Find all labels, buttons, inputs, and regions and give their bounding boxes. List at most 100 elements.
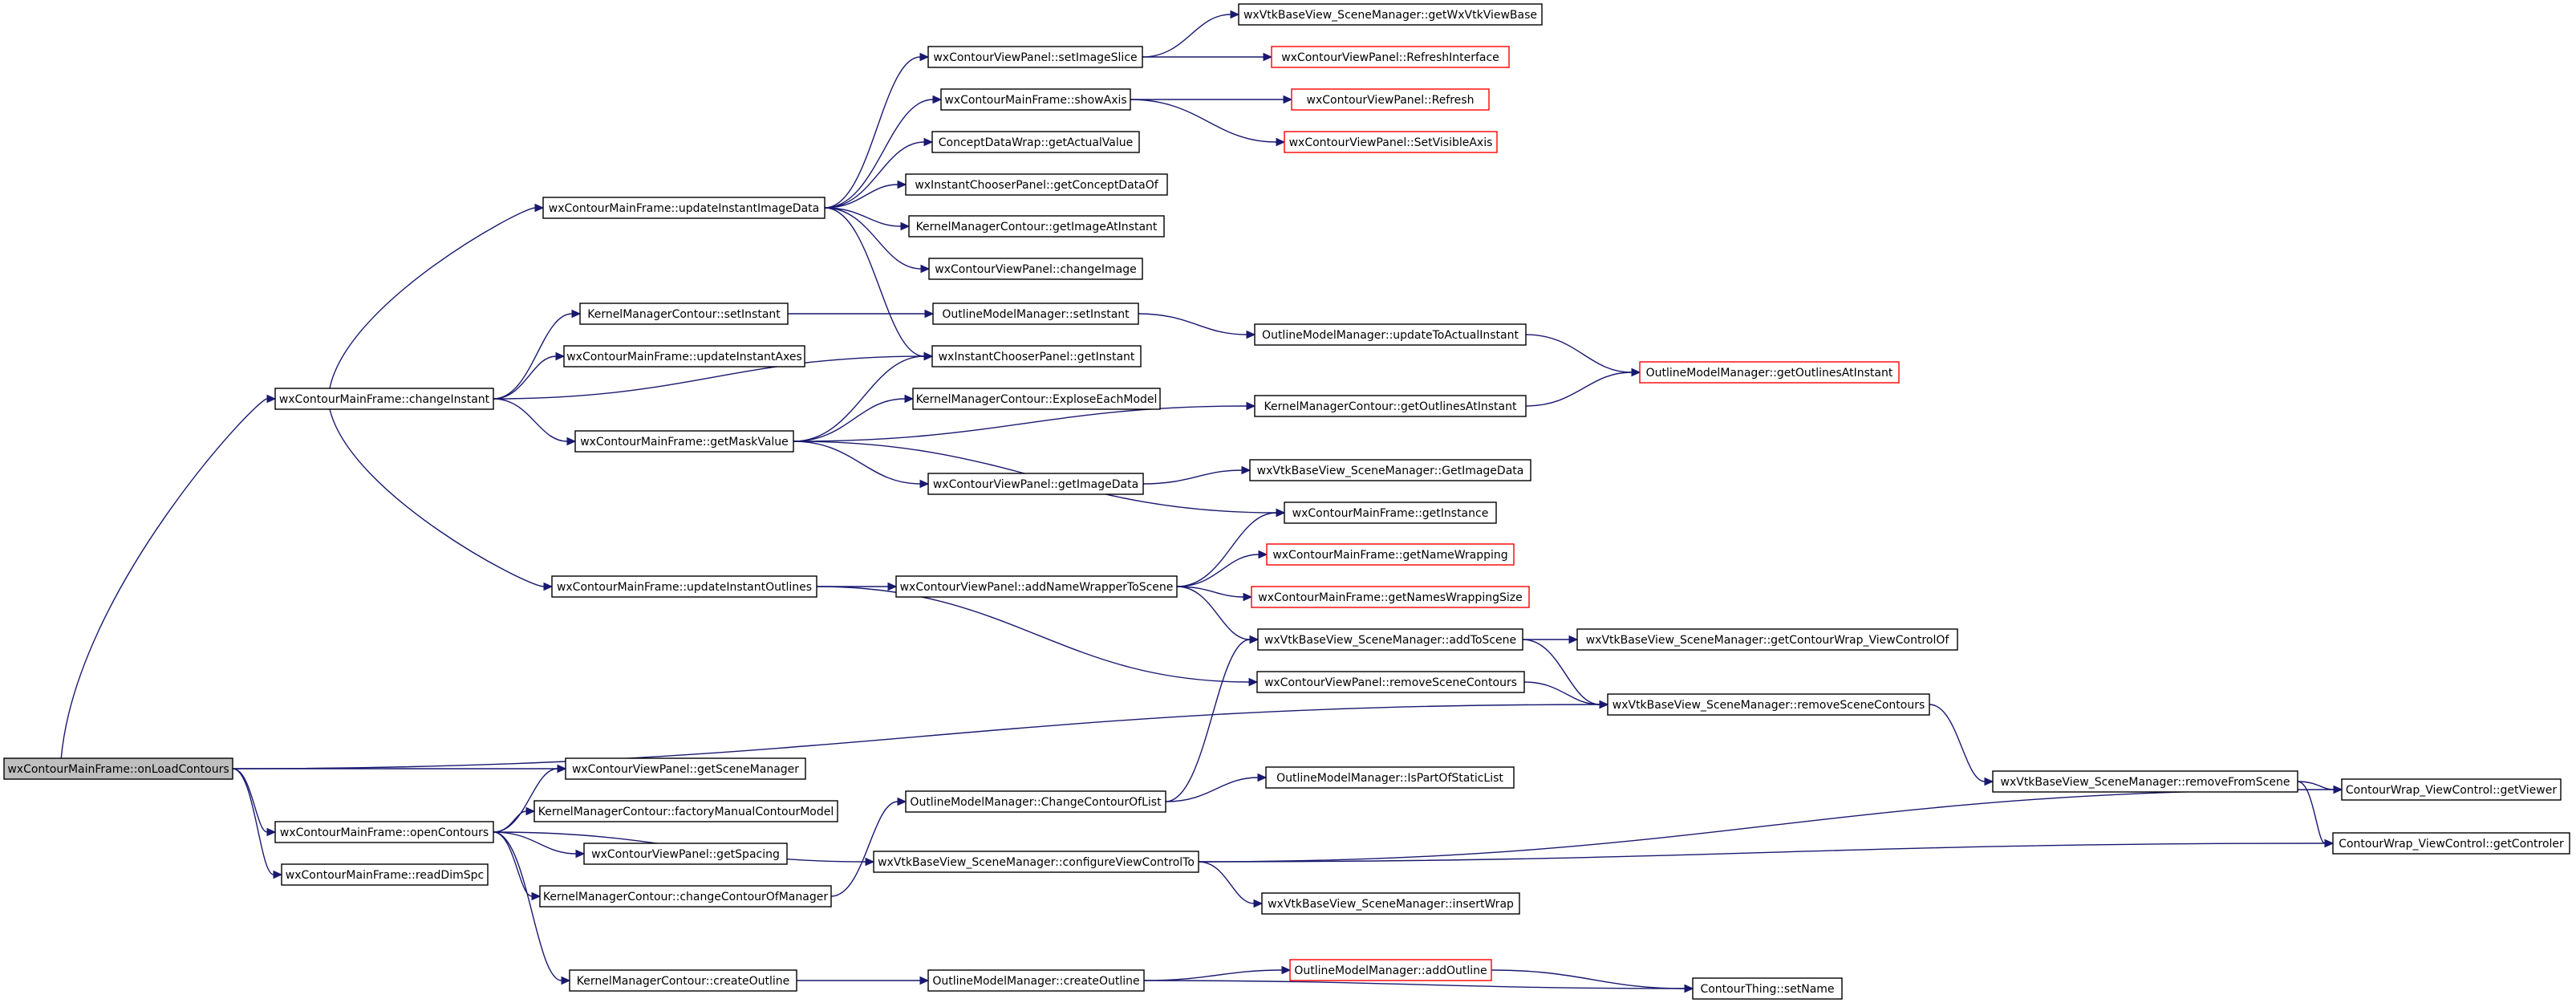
edge-getMaskValue-to-getImageData	[793, 441, 930, 489]
node-wxcontourviewpanel-getscenemanager[interactable]: wxContourViewPanel::getSceneManager	[565, 757, 806, 780]
node-wxcontourmainframe-updateinstantimagedata[interactable]: wxContourMainFrame::updateInstantImageDa…	[542, 197, 826, 219]
arrowhead	[919, 52, 930, 62]
node-wxvtkbaseview-scenemanager-removefromscene[interactable]: wxVtkBaseView_SceneManager::removeFromSc…	[1992, 770, 2298, 793]
edge-line	[60, 398, 268, 759]
node-label: OutlineModelManager::createOutline	[932, 975, 1139, 988]
node-wxcontourmainframe-getinstance[interactable]: wxContourMainFrame::getInstance	[1284, 501, 1497, 524]
edge-onLoad-to-changeInstant	[60, 394, 277, 759]
edge-line	[1143, 969, 1283, 981]
node-outlinemodelmanager-getoutlinesatinstant[interactable]: OutlineModelManager::getOutlinesAtInstan…	[1639, 361, 1900, 384]
node-wxcontourviewpanel-removescenecontours[interactable]: wxContourViewPanel::removeSceneContours	[1256, 671, 1525, 693]
node-kernelmanagercontour-createoutline[interactable]: KernelManagerContour::createOutline	[569, 969, 797, 992]
node-outlinemodelmanager-changecontouroflist[interactable]: OutlineModelManager::ChangeContourOfList	[905, 790, 1166, 813]
node-wxcontourmainframe-changeinstant[interactable]: wxContourMainFrame::changeInstant	[274, 388, 494, 410]
arrowhead	[534, 203, 545, 213]
node-wxcontourviewpanel-refresh[interactable]: wxContourViewPanel::Refresh	[1291, 88, 1490, 111]
node-wxcontourmainframe-onloadcontours[interactable]: wxContourMainFrame::onLoadContours	[3, 757, 233, 780]
node-label: wxContourViewPanel::Refresh	[1307, 94, 1475, 107]
node-label: OutlineModelManager::getOutlinesAtInstan…	[1646, 367, 1893, 380]
edge-line	[1176, 554, 1260, 587]
edge-kmCreateOutline-to-omCreateOutline	[797, 976, 930, 985]
node-label: KernelManagerContour::getImageAtInstant	[916, 221, 1158, 233]
node-box	[1271, 46, 1510, 68]
node-label: wxVtkBaseView_SceneManager::removeSceneC…	[1613, 699, 1925, 712]
node-wxcontourviewpanel-refreshinterface[interactable]: wxContourViewPanel::RefreshInterface	[1271, 46, 1510, 68]
node-box	[1284, 131, 1498, 153]
arrowhead	[2324, 838, 2335, 848]
edge-updateToActualInstant-to-omGetOutlinesAtInstant	[1525, 334, 1641, 377]
edge-updateInstantImageData-to-setImageSlice	[824, 52, 930, 209]
node-label: wxContourMainFrame::getMaskValue	[580, 436, 789, 449]
node-outlinemodelmanager-createoutline[interactable]: OutlineModelManager::createOutline	[927, 969, 1145, 992]
node-wxcontourmainframe-readdimspc[interactable]: wxContourMainFrame::readDimSpc	[281, 863, 489, 886]
arrowhead	[1568, 635, 1579, 644]
arrowhead	[904, 394, 915, 404]
edge-line	[824, 141, 925, 209]
node-wxcontourviewpanel-getspacing[interactable]: wxContourViewPanel::getSpacing	[583, 843, 788, 865]
node-box	[1576, 628, 1958, 651]
node-wxinstantchooserpanel-getconceptdataof[interactable]: wxInstantChooserPanel::getConceptDataOf	[905, 173, 1168, 196]
node-wxcontourmainframe-showaxis[interactable]: wxContourMainFrame::showAxis	[940, 88, 1131, 111]
node-conceptdatawrap-getactualvalue[interactable]: ConceptDataWrap::getActualValue	[931, 131, 1140, 153]
node-label: wxContourViewPanel::SetVisibleAxis	[1289, 136, 1493, 149]
edge-line	[1523, 681, 1600, 705]
node-outlinemodelmanager-ispartofstaticlist[interactable]: OutlineModelManager::IsPartOfStaticList	[1265, 766, 1515, 789]
edge-line	[1130, 99, 1277, 143]
node-wxcontourmainframe-getnameswrappingsize[interactable]: wxContourMainFrame::getNamesWrappingSize	[1251, 586, 1530, 608]
node-wxcontourviewpanel-setvisibleaxis[interactable]: wxContourViewPanel::SetVisibleAxis	[1284, 131, 1498, 153]
edge-line	[1142, 14, 1231, 58]
node-kernelmanagercontour-changecontourofmanager[interactable]: KernelManagerContour::changeContourOfMan…	[539, 885, 832, 908]
node-wxcontourmainframe-getmaskvalue[interactable]: wxContourMainFrame::getMaskValue	[574, 430, 794, 453]
node-wxvtkbaseview-scenemanager-removescenecontours[interactable]: wxVtkBaseView_SceneManager::removeSceneC…	[1607, 693, 1930, 716]
node-label: wxInstantChooserPanel::getConceptDataOf	[915, 179, 1158, 192]
edge-line	[1525, 372, 1633, 407]
node-wxvtkbaseview-scenemanager-addtoscene[interactable]: wxVtkBaseView_SceneManager::addToScene	[1257, 628, 1523, 651]
edge-onLoad-to-smRemoveSceneContours	[232, 700, 1609, 769]
edge-line	[1143, 980, 1686, 989]
node-wxcontourviewpanel-setimageslice[interactable]: wxContourViewPanel::setImageSlice	[927, 46, 1143, 68]
node-wxcontourmainframe-updateinstantoutlines[interactable]: wxContourMainFrame::updateInstantOutline…	[551, 575, 817, 598]
node-box	[583, 843, 788, 865]
node-outlinemodelmanager-updatetoactualinstant[interactable]: OutlineModelManager::updateToActualInsta…	[1254, 323, 1527, 346]
node-contourwrap-viewcontrol-getcontroler[interactable]: ContourWrap_ViewControl::getControler	[2332, 832, 2570, 855]
node-box	[1251, 586, 1530, 608]
node-outlinemodelmanager-setinstant[interactable]: OutlineModelManager::setInstant	[932, 303, 1139, 325]
node-wxcontourmainframe-updateinstantaxes[interactable]: wxContourMainFrame::updateInstantAxes	[563, 345, 805, 367]
edge-updateInstantImageData-to-getImageAtInstant	[824, 207, 911, 231]
node-kernelmanagercontour-getimageatinstant[interactable]: KernelManagerContour::getImageAtInstant	[908, 215, 1165, 238]
arrowhead	[900, 221, 911, 231]
node-outlinemodelmanager-addoutline[interactable]: OutlineModelManager::addOutline	[1289, 959, 1492, 981]
node-label: ContourWrap_ViewControl::getViewer	[2346, 784, 2557, 797]
edge-line	[493, 355, 925, 400]
node-wxvtkbaseview-scenemanager-getwxvtkviewbase[interactable]: wxVtkBaseView_SceneManager::getWxVtkView…	[1238, 3, 1543, 26]
node-kernelmanagercontour-exploseeachmodel[interactable]: KernelManagerContour::ExploseEachModel	[912, 388, 1161, 410]
edge-line	[232, 768, 274, 875]
node-wxcontourmainframe-getnamewrapping[interactable]: wxContourMainFrame::getNameWrapping	[1266, 543, 1515, 566]
arrowhead	[1257, 773, 1268, 782]
node-wxvtkbaseview-scenemanager-getcontourwrap-viewcontrolof[interactable]: wxVtkBaseView_SceneManager::getContourWr…	[1576, 628, 1958, 651]
node-kernelmanagercontour-getoutlinesatinstant[interactable]: KernelManagerContour::getOutlinesAtInsta…	[1254, 395, 1527, 417]
node-label: OutlineModelManager::setInstant	[942, 308, 1130, 321]
node-wxcontourmainframe-opencontours[interactable]: wxContourMainFrame::openContours	[274, 821, 494, 843]
node-wxcontourviewpanel-addnamewrappertoscene[interactable]: wxContourViewPanel::addNameWrapperToScen…	[895, 575, 1178, 598]
node-box	[2341, 778, 2562, 801]
node-contourwrap-viewcontrol-getviewer[interactable]: ContourWrap_ViewControl::getViewer	[2341, 778, 2562, 801]
node-wxvtkbaseview-scenemanager-insertwrap[interactable]: wxVtkBaseView_SceneManager::insertWrap	[1261, 892, 1520, 915]
node-wxcontourviewpanel-changeimage[interactable]: wxContourViewPanel::changeImage	[928, 258, 1143, 280]
node-wxinstantchooserpanel-getinstant[interactable]: wxInstantChooserPanel::getInstant	[931, 345, 1142, 367]
node-kernelmanagercontour-setinstant[interactable]: KernelManagerContour::setInstant	[579, 303, 789, 325]
node-label: wxVtkBaseView_SceneManager::getWxVtkView…	[1243, 9, 1537, 22]
arrowhead	[561, 976, 571, 985]
node-label: KernelManagerContour::setInstant	[587, 308, 781, 321]
node-wxvtkbaseview-scenemanager-getimagedata[interactable]: wxVtkBaseView_SceneManager::GetImageData	[1249, 459, 1531, 481]
edge-line	[1176, 586, 1244, 598]
arrowhead	[1276, 137, 1286, 147]
node-wxvtkbaseview-scenemanager-configureviewcontrolto[interactable]: wxVtkBaseView_SceneManager::configureVie…	[873, 851, 1199, 873]
edge-vpRemoveSceneContours-to-smRemoveSceneContours	[1523, 681, 1609, 709]
edge-openContours-to-changeContourOfManager	[493, 831, 542, 901]
node-box	[542, 197, 826, 219]
node-box	[1284, 501, 1497, 524]
node-contourthing-setname[interactable]: ContourThing::setName	[1692, 977, 1843, 1000]
node-kernelmanagercontour-factorymanualcontourmodel[interactable]: KernelManagerContour::factoryManualConto…	[533, 800, 838, 822]
node-wxcontourviewpanel-getimagedata[interactable]: wxContourViewPanel::getImageData	[927, 473, 1144, 495]
